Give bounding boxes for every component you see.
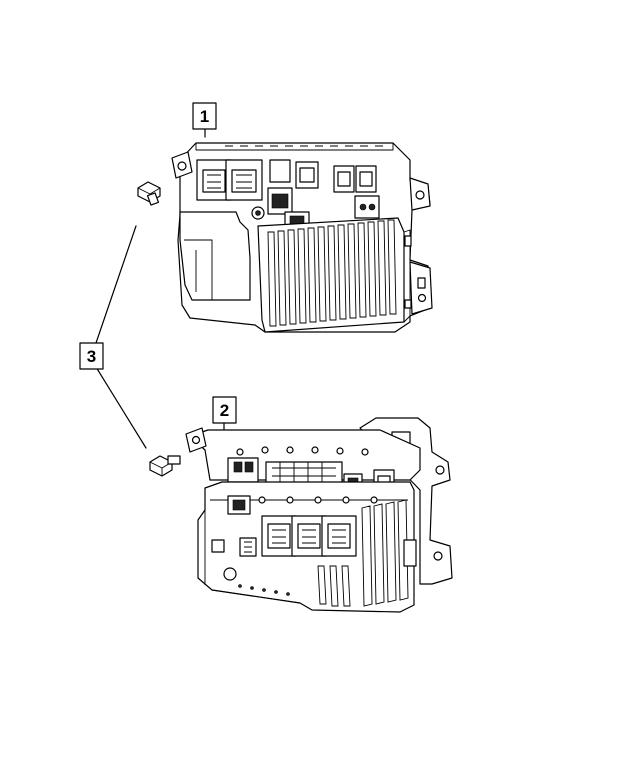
screw-upper xyxy=(137,181,161,206)
callout-1-label: 1 xyxy=(200,107,209,126)
module-1-mount-tab-left xyxy=(171,151,193,179)
module-2-top-connector-left xyxy=(227,457,259,483)
module-2-round-post xyxy=(223,567,237,581)
callout-2-label: 2 xyxy=(220,401,229,420)
module-2-chip xyxy=(239,537,257,557)
callout-3-label: 3 xyxy=(87,347,96,366)
module-2-side-fins xyxy=(361,499,409,607)
screw-lower xyxy=(149,455,181,477)
module-2[interactable] xyxy=(185,417,453,613)
module-1-mount-tab-right-bottom xyxy=(409,261,433,315)
module-1[interactable] xyxy=(171,142,433,333)
callout-1[interactable]: 1 xyxy=(192,102,217,138)
module-1-connector-d xyxy=(333,165,377,193)
callout-3[interactable]: 3 xyxy=(79,225,147,449)
module-1-connector-e xyxy=(354,195,380,219)
leader-line-lower xyxy=(95,366,147,449)
module-1-side-housing xyxy=(179,211,251,301)
module-2-square-pad xyxy=(211,539,225,553)
module-2-mount-tab-left xyxy=(185,427,207,453)
module-2-front-pins xyxy=(234,496,378,504)
module-2-bottom-dots xyxy=(238,584,290,596)
module-2-front-fins xyxy=(317,565,351,607)
module-1-screw-head xyxy=(251,206,265,220)
module-1-heatsink-fins xyxy=(267,219,397,327)
module-2-bracket xyxy=(359,417,453,585)
module-1-connector-c xyxy=(269,159,319,189)
module-1-connector-b xyxy=(225,159,263,201)
module-2-small-connector xyxy=(227,495,251,515)
module-2-connector-row xyxy=(261,515,357,557)
module-2-top-pins xyxy=(236,446,369,456)
leader-line-upper xyxy=(95,225,137,344)
callout-2[interactable]: 2 xyxy=(212,396,237,433)
module-1-mount-tab-right-top xyxy=(409,177,431,211)
module-1-connector-a xyxy=(196,159,232,201)
